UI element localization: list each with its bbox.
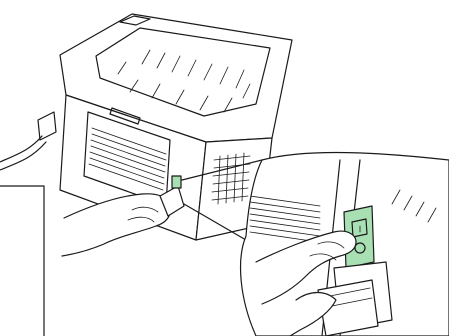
leader-line-upper — [181, 159, 263, 181]
callout-box-frame — [0, 185, 45, 336]
zoom-vents — [249, 195, 321, 243]
top-logo-tab — [119, 15, 151, 26]
leader-line-lower — [183, 203, 247, 241]
power-symbol-icon — [354, 242, 366, 254]
callout-leaders — [181, 159, 263, 241]
power-plug — [317, 279, 379, 336]
hand-zoom — [255, 230, 357, 305]
power-plug-small — [159, 185, 185, 217]
fingers-on-plug — [289, 291, 337, 336]
interface-connector — [37, 111, 57, 141]
hand-small — [61, 175, 185, 257]
top-hatching — [117, 49, 251, 113]
side-vent-grid — [211, 152, 251, 205]
detail-zoom-circle — [239, 151, 449, 336]
output-tray — [95, 27, 271, 117]
rear-door-handle — [109, 107, 141, 125]
power-switch-small — [171, 175, 182, 189]
interface-cable — [0, 135, 43, 163]
rear-vent-slats — [88, 127, 167, 191]
hand-small-outline — [61, 193, 172, 257]
switch-rocker — [351, 218, 368, 238]
